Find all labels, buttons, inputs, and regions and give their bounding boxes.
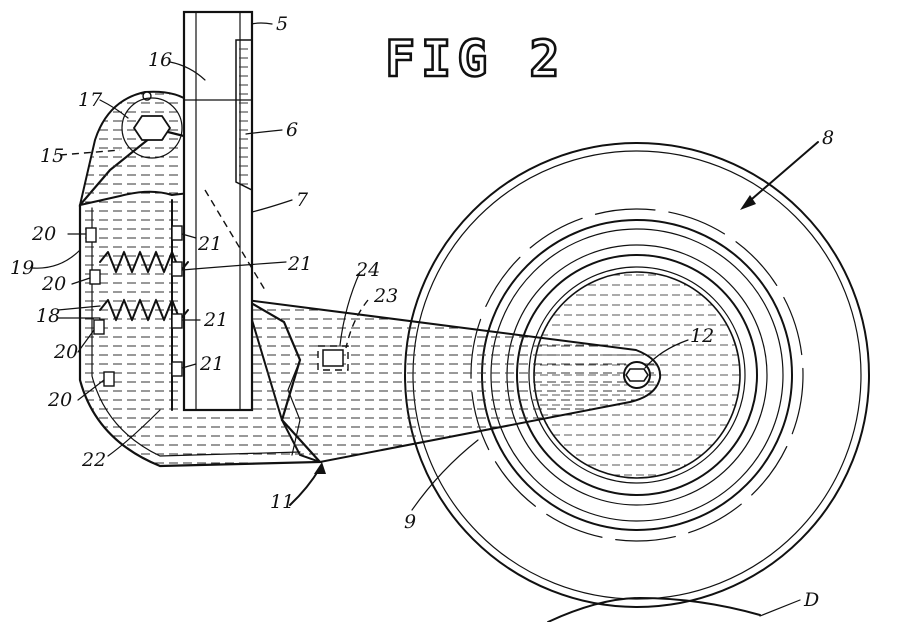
label-24: 24: [355, 259, 380, 281]
label-12: 12: [690, 325, 714, 347]
reference-arrow-11: [290, 462, 326, 505]
vertical-tube: [184, 12, 265, 410]
label-18: 18: [36, 305, 60, 327]
label-21-b: 21: [287, 253, 312, 275]
figure-title: FIG 2: [385, 30, 566, 88]
label-20-a: 20: [31, 223, 56, 245]
label-6: 6: [286, 119, 298, 141]
label-8: 8: [822, 127, 834, 149]
label-11: 11: [270, 491, 294, 513]
label-21-c: 21: [203, 309, 228, 331]
label-20-b: 20: [41, 273, 66, 295]
label-5: 5: [276, 13, 288, 35]
label-19: 19: [10, 257, 34, 279]
label-22: 22: [81, 449, 106, 471]
ground-surface: [548, 598, 760, 622]
label-20-d: 20: [47, 389, 72, 411]
label-7: 7: [296, 189, 309, 211]
label-15: 15: [40, 145, 64, 167]
label-23: 23: [373, 285, 398, 307]
label-9: 9: [404, 511, 416, 533]
reference-arrow-8: [740, 142, 818, 210]
label-21-a: 21: [197, 233, 222, 255]
label-D: D: [803, 589, 819, 611]
label-17: 17: [78, 89, 103, 111]
label-21-d: 21: [199, 353, 224, 375]
label-20-c: 20: [53, 341, 78, 363]
label-16: 16: [148, 49, 172, 71]
